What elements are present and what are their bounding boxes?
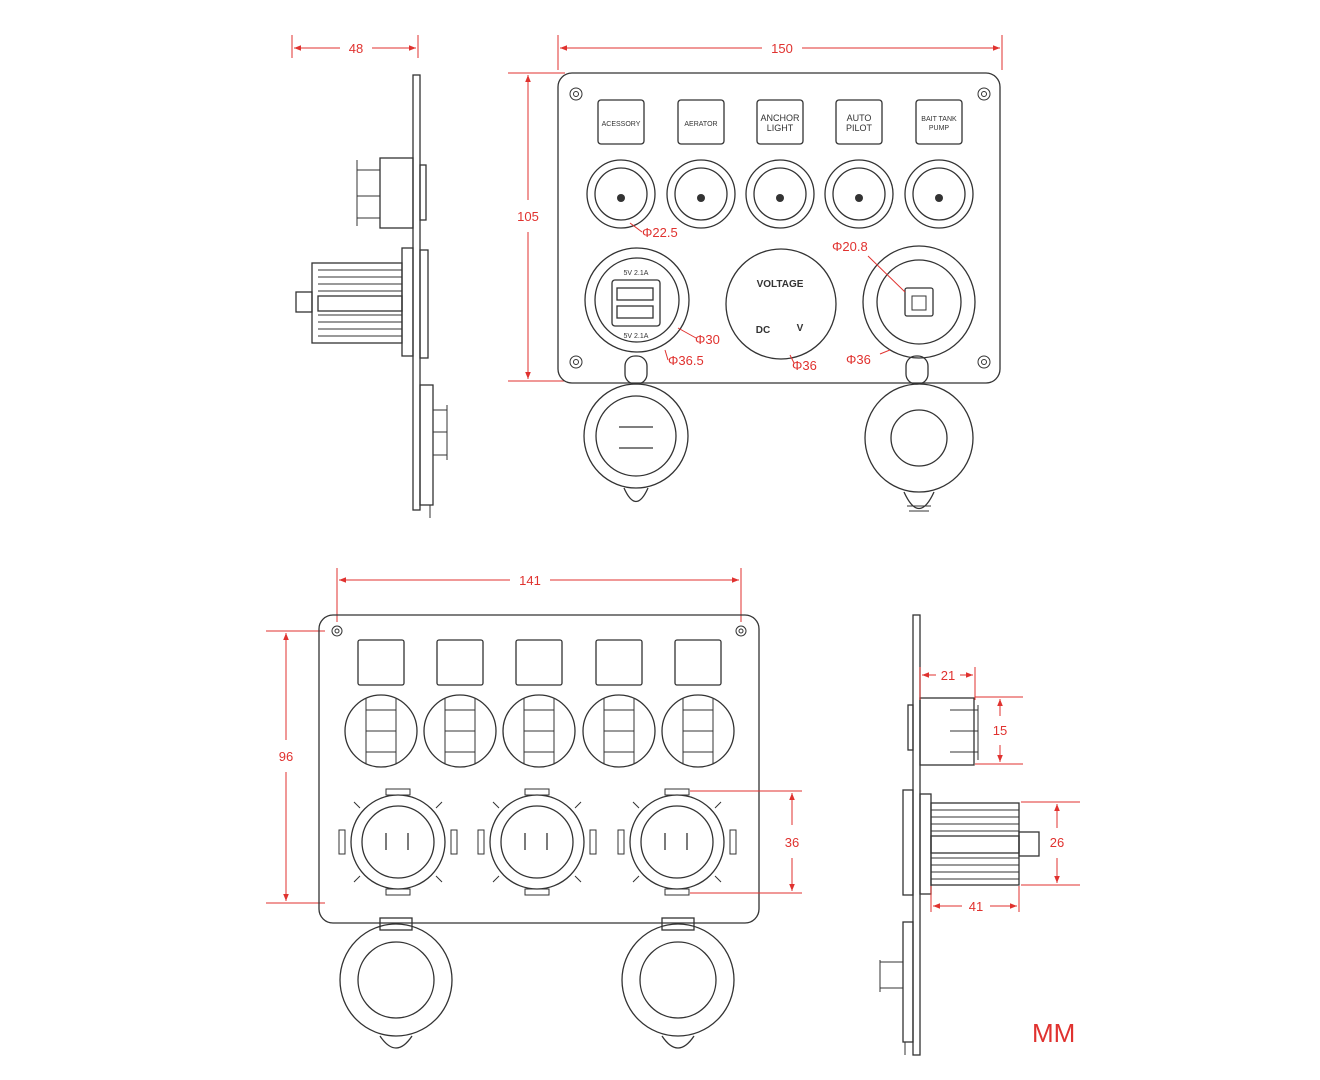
label-switch-1: ACESSORY <box>602 121 641 128</box>
usb-rating-top: 5V 2.1A <box>624 270 649 277</box>
dim-socket-diameter: Φ36 <box>846 352 871 367</box>
dim-back-height: 96 <box>279 749 293 764</box>
rocker-switch-row <box>586 159 974 229</box>
dim-back-socket: 36 <box>785 835 799 850</box>
dim-side-switch-depth: 21 <box>941 668 955 683</box>
socket-cap <box>864 355 974 512</box>
dim-side-socket-height: 26 <box>1050 835 1064 850</box>
label-switch-3-line2: LIGHT <box>767 123 794 133</box>
label-switch-5-line2: PUMP <box>929 125 950 132</box>
dim-switch-diameter: Φ22.5 <box>642 225 678 240</box>
back-view: 141 96 <box>266 568 802 1049</box>
dim-back-hole-spacing: 141 <box>519 573 541 588</box>
side-view-bottom: 21 15 26 41 <box>879 614 1080 1056</box>
dim-usb-inner: Φ30 <box>695 332 720 347</box>
label-switch-4-line1: AUTO <box>847 113 872 123</box>
voltmeter-v: V <box>797 323 804 334</box>
dim-side-width: 48 <box>349 41 363 56</box>
dim-side-socket-depth: 41 <box>969 899 983 914</box>
dim-side-switch-height: 15 <box>993 723 1007 738</box>
voltmeter-dc: DC <box>756 325 770 336</box>
dim-front-height: 105 <box>517 209 539 224</box>
usb-cap <box>583 355 689 503</box>
usb-rating-bottom: 5V 2.1A <box>624 333 649 340</box>
front-view: 150 105 ACESSORY AERATOR ANCHOR LIGHT AU… <box>508 35 1003 512</box>
voltmeter-title: VOLTAGE <box>757 279 804 290</box>
dim-front-width: 150 <box>771 41 793 56</box>
units-label: MM <box>1032 1018 1075 1048</box>
dim-usb-outer: Φ36.5 <box>668 353 704 368</box>
side-view-top: 48 <box>291 35 448 518</box>
label-switch-2: AERATOR <box>684 121 717 128</box>
dim-voltmeter: Φ36 <box>792 358 817 373</box>
label-switch-3-line1: ANCHOR <box>760 113 800 123</box>
label-switch-5-line1: BAIT TANK <box>921 116 957 123</box>
dim-button-diameter: Φ20.8 <box>832 239 868 254</box>
label-switch-4-line2: PILOT <box>846 123 873 133</box>
